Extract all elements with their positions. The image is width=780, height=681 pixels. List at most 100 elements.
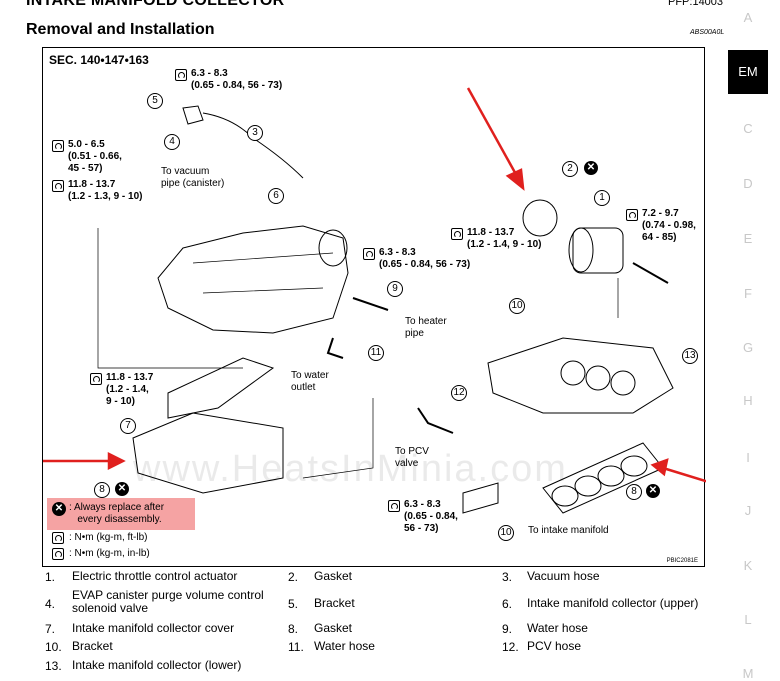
callout-1: 1 — [594, 190, 610, 206]
torque-icon — [451, 228, 463, 240]
part-label: Water hose — [314, 639, 375, 653]
torque-icon — [388, 500, 400, 512]
water-hose-11-shape — [326, 337, 344, 359]
section-subtitle: Removal and Installation — [26, 21, 215, 38]
bracket-10-shape — [462, 482, 499, 514]
torque-spec-6: 7.2 - 9.7 (0.74 - 0.98, 64 - 85) — [642, 208, 696, 243]
replace-icon: ✕ — [646, 484, 660, 498]
part-number: 11. — [288, 640, 304, 654]
highlight-arrows — [43, 87, 706, 483]
callout-8: 8 — [626, 484, 642, 500]
note-heater-pipe: To heater pipe — [405, 316, 447, 339]
gasket-8-left-shape — [132, 412, 284, 494]
callout-9: 9 — [387, 281, 403, 297]
side-index-l[interactable]: L — [744, 612, 752, 627]
side-index-em[interactable]: EM — [728, 50, 768, 94]
doc-code: ABS00A0L — [690, 29, 725, 36]
legend-in-lb: : N•m (kg-m, in-lb) — [69, 548, 150, 559]
torque-spec-7: 11.8 - 13.7 (1.2 - 1.4, 9 - 10) — [106, 372, 154, 407]
lower-collector-shape — [487, 337, 674, 414]
figure-code: PBIC2081E — [666, 558, 698, 564]
torque-spec-8: 6.3 - 8.3 (0.65 - 0.84, 56 - 73) — [404, 499, 458, 534]
gasket-2-shape — [522, 199, 558, 237]
part-number: 4. — [45, 597, 56, 611]
part-number: 9. — [502, 622, 513, 636]
torque-icon — [52, 548, 64, 560]
upper-collector-shape — [157, 225, 349, 334]
callout-12: 12 — [451, 385, 467, 401]
side-index-f[interactable]: F — [744, 286, 752, 301]
side-index-j[interactable]: J — [744, 503, 752, 518]
note-water-outlet: To water outlet — [291, 370, 329, 393]
side-index: A EM C D E F G H I J K L M — [728, 0, 780, 681]
part-number: 10. — [45, 640, 62, 654]
part-number: 5. — [288, 597, 299, 611]
page-title: INTAKE MANIFOLD COLLECTOR — [26, 0, 285, 9]
part-label: EVAP canister purge volume control solen… — [72, 588, 264, 615]
callout-6: 6 — [268, 188, 284, 204]
side-index-e[interactable]: E — [743, 231, 753, 246]
part-label: PCV hose — [527, 639, 582, 653]
water-hose-9-shape — [352, 297, 389, 311]
part-number: 3. — [502, 570, 513, 584]
callout-2: 2 — [562, 161, 578, 177]
side-index-k[interactable]: K — [743, 558, 753, 573]
diagram-drawing — [43, 87, 706, 514]
part-label: Gasket — [314, 621, 353, 635]
part-label: Bracket — [314, 596, 355, 610]
legend-replace-text: : Always replace after every disassembly… — [69, 502, 165, 525]
part-number: 8. — [288, 622, 299, 636]
callout-7: 7 — [120, 418, 136, 434]
callout-10: 10 — [509, 298, 525, 314]
torque-icon — [363, 248, 375, 260]
part-number: 13. — [45, 659, 62, 673]
collector-inlet-shape — [318, 229, 348, 267]
callout-11: 11 — [368, 345, 384, 361]
callout-8: 8 — [94, 482, 110, 498]
torque-icon — [90, 373, 102, 385]
note-pcv-valve: To PCV valve — [395, 446, 429, 469]
torque-icon — [52, 180, 64, 192]
part-label: Intake manifold collector (lower) — [72, 658, 242, 672]
side-index-m[interactable]: M — [742, 666, 754, 681]
side-index-a[interactable]: A — [743, 10, 753, 25]
torque-spec-4: 6.3 - 8.3 (0.65 - 0.84, 56 - 73) — [379, 247, 471, 270]
section-ref: SEC. 140•147•163 — [49, 53, 149, 67]
callout-13: 13 — [682, 348, 698, 364]
side-index-h[interactable]: H — [743, 393, 753, 408]
part-number: 2. — [288, 570, 299, 584]
pfp-code: PFP:14003 — [668, 0, 724, 8]
part-number: 6. — [502, 597, 513, 611]
part-number: 7. — [45, 622, 56, 636]
torque-icon — [175, 69, 187, 81]
replace-icon: ✕ — [115, 482, 129, 496]
side-index-c[interactable]: C — [743, 121, 753, 136]
pcv-hose-shape — [417, 407, 454, 434]
callout-3: 3 — [247, 125, 263, 141]
part-label: Gasket — [314, 569, 353, 583]
torque-icon — [52, 532, 64, 544]
torque-icon — [52, 140, 64, 152]
part-label: Bracket — [72, 639, 113, 653]
part-label: Intake manifold collector (upper) — [527, 596, 699, 610]
part-number: 12. — [502, 640, 519, 654]
part-label: Water hose — [527, 621, 588, 635]
torque-spec-1: 6.3 - 8.3 (0.65 - 0.84, 56 - 73) — [191, 68, 283, 91]
note-intake-manifold: To intake manifold — [528, 525, 609, 536]
part-label: Vacuum hose — [527, 569, 600, 583]
part-label: Electric throttle control actuator — [72, 569, 238, 583]
collector-cover-shape — [167, 357, 275, 419]
replace-icon: ✕ — [584, 161, 598, 175]
side-index-i[interactable]: I — [746, 450, 750, 465]
watermark: www.HeatsInMinia.com — [133, 448, 568, 490]
part-number: 1. — [45, 570, 56, 584]
callout-4: 4 — [164, 134, 180, 150]
callout-5: 5 — [147, 93, 163, 109]
torque-icon — [626, 209, 638, 221]
legend-replace: ✕ : Always replace after every disassemb… — [47, 498, 195, 530]
side-index-g[interactable]: G — [742, 340, 754, 355]
exploded-diagram: SEC. 140•147•163 www.HeatsInMinia.com 6.… — [42, 47, 706, 567]
side-index-d[interactable]: D — [743, 176, 753, 191]
torque-spec-2: 5.0 - 6.5 (0.51 - 0.66, 45 - 57) — [68, 139, 122, 174]
callout-10: 10 — [498, 525, 514, 541]
